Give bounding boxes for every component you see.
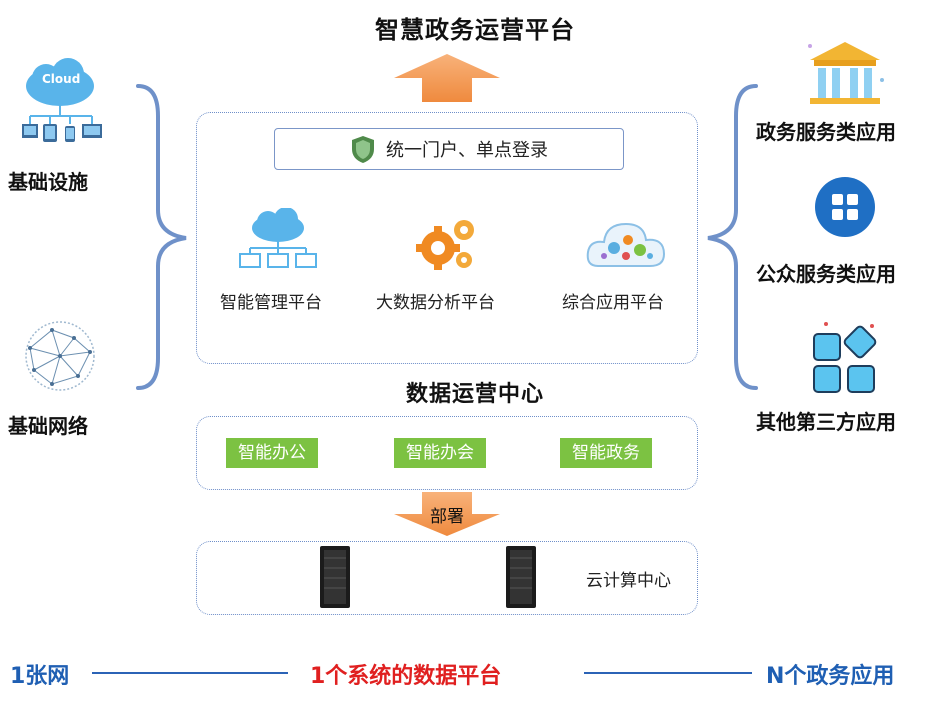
bottom-center-label: 1个系统的数据平台 [310, 664, 502, 689]
shield-icon [352, 136, 374, 163]
third-party-apps-icon [813, 322, 877, 393]
gov-services-label: 政务服务类应用 [756, 120, 896, 144]
module-smart-government: 智能政务 [560, 438, 652, 468]
network-globe-icon [25, 321, 95, 391]
cloud-apps-icon [586, 222, 666, 267]
cloud-label: Cloud [42, 72, 81, 86]
down-arrow-icon [394, 492, 500, 536]
module-smart-meeting: 智能办会 [394, 438, 486, 468]
cloud-center-box [196, 541, 698, 615]
data-modules-box [196, 416, 698, 490]
module-smart-office: 智能办公 [226, 438, 318, 468]
bottom-left-label: 1张网 [10, 664, 70, 689]
left-brace [136, 84, 187, 390]
cloud-devices-icon: Cloud [10, 58, 110, 158]
app-grid-icon [815, 177, 875, 237]
platform-label-management: 智能管理平台 [220, 293, 322, 313]
data-center-title: 数据运营中心 [405, 382, 544, 407]
public-services-label: 公众服务类应用 [756, 262, 896, 286]
right-brace [707, 84, 758, 390]
unified-portal-bar: 统一门户、单点登录 [274, 128, 624, 170]
network-label: 基础网络 [8, 414, 88, 438]
cloud-center-label: 云计算中心 [586, 571, 671, 591]
portal-label: 统一门户、单点登录 [386, 140, 548, 161]
cloud-network-icon [239, 208, 317, 268]
platform-box [196, 112, 698, 364]
bottom-divider-left [92, 672, 288, 674]
server-rack-icon [506, 546, 536, 608]
platform-label-application: 综合应用平台 [562, 293, 664, 313]
third-party-label: 其他第三方应用 [756, 410, 896, 434]
bottom-divider-right [584, 672, 752, 674]
bottom-right-label: N个政务应用 [766, 664, 895, 689]
diagram-title: 智慧政务运营平台 [375, 16, 575, 44]
up-arrow-icon [394, 54, 500, 102]
platform-label-bigdata: 大数据分析平台 [376, 293, 495, 313]
infrastructure-label: 基础设施 [8, 170, 88, 194]
government-building-icon [808, 42, 884, 104]
server-rack-icon [320, 546, 350, 608]
deploy-label: 部署 [430, 507, 464, 527]
gears-icon [416, 220, 474, 270]
